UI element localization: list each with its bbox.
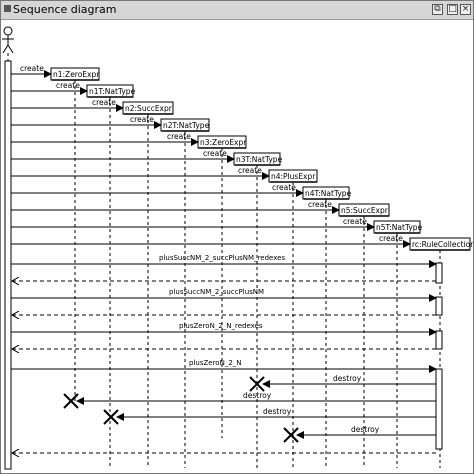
destroy-cross-icon <box>249 376 265 392</box>
window-icon <box>4 5 11 12</box>
object-label: n5T:NatType <box>376 223 423 232</box>
create-label: create <box>56 81 80 90</box>
destroy-label: destroy <box>333 374 362 383</box>
object-label: n2:SuccExpr <box>125 104 173 113</box>
rc-activation <box>435 296 443 316</box>
title-bar[interactable]: Sequence diagram ⧉ □ × <box>1 1 473 20</box>
call-label: plusSuccNM_2_succPlusNM <box>169 288 264 296</box>
create-label: create <box>167 132 191 141</box>
maximize-icon[interactable]: □ <box>447 4 458 15</box>
object-label: n3T:NatType <box>236 155 283 164</box>
destroy-label: destroy <box>351 425 380 434</box>
create-label: create <box>379 234 403 243</box>
create-label: create <box>92 98 116 107</box>
destroy-cross-icon <box>63 393 79 409</box>
create-label: create <box>238 166 262 175</box>
object-label: n4T:NatType <box>305 189 352 198</box>
call-label: plusZeroN_2_N_redexes <box>179 322 263 330</box>
restore-icon[interactable]: ⧉ <box>432 4 443 15</box>
destroy-label: destroy <box>263 407 292 416</box>
object-label: n2T:NatType <box>163 121 210 130</box>
rc-activation <box>435 262 443 284</box>
create-label: create <box>203 149 227 158</box>
sequence-diagram-canvas: n1:ZeroExpr n1T:NatType n2:SuccExpr n2T:Nat… <box>2 26 473 470</box>
destroy-cross-icon <box>283 427 299 443</box>
object-label: n1:ZeroExpr <box>53 70 100 79</box>
rc-activation <box>435 368 443 450</box>
create-label: create <box>130 115 154 124</box>
object-label: rc:RuleCollection <box>412 240 473 249</box>
rc-activation <box>435 330 443 350</box>
destroy-label: destroy <box>243 391 272 400</box>
create-label: create <box>20 64 44 73</box>
call-label: plusZeroN_2_N <box>189 359 242 367</box>
object-label: n4:PlusExpr <box>271 172 316 181</box>
destroy-cross-icon <box>103 409 119 425</box>
create-label: create <box>272 183 296 192</box>
create-label: create <box>343 217 367 226</box>
create-label: create <box>308 200 332 209</box>
object-label: n1T:NatType <box>89 87 136 96</box>
actor-activation <box>4 60 12 470</box>
window-title: Sequence diagram <box>13 3 117 16</box>
actor-figure <box>2 26 14 54</box>
object-label: n3:ZeroExpr <box>200 138 247 147</box>
call-label: plusSuccNM_2_succPlusNM_redexes <box>159 254 285 262</box>
object-label: n5:SuccExpr <box>341 206 389 215</box>
close-icon[interactable]: × <box>460 4 471 15</box>
